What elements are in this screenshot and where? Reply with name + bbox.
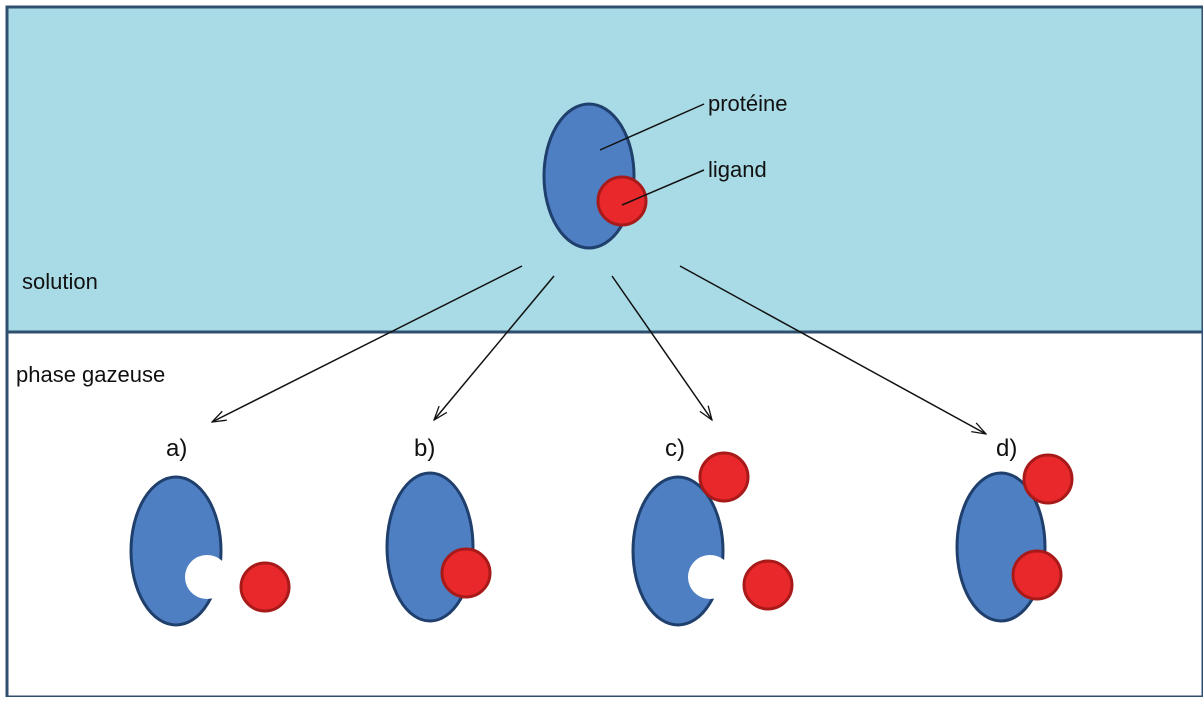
ligand-shape [596,175,648,227]
arrow-to-case-c [611,275,712,420]
case-d-group [955,453,1074,623]
ligand-free-a [239,561,291,613]
arrow-to-case-d [679,265,986,434]
protein-shape-b [385,471,475,623]
case-d-label: d) [996,435,1017,462]
ligand-bound-b [440,547,492,599]
case-c-group [631,451,794,627]
protein-shape-a [129,475,223,627]
case-a-group [129,475,291,627]
protein-label: protéine [708,91,788,116]
arrow-to-case-a [212,265,523,422]
protein-leader-line [599,103,705,151]
ligand-leader-line [621,169,705,206]
case-b-label: b) [414,435,435,462]
ligand-adduct-c [698,451,750,503]
ligand-label: ligand [708,157,767,182]
empty-pocket-a [185,555,229,599]
ligand-adduct-d [1022,453,1074,505]
ligand-free-c [742,559,794,611]
gas-phase-label: phase gazeuse [16,362,165,387]
case-a-label: a) [166,435,187,462]
empty-pocket-c [688,555,732,599]
case-c-label: c) [665,435,685,462]
protein-shape-c [631,475,725,627]
arrow-to-case-b [434,275,555,420]
ligand-bound-d [1011,549,1063,601]
case-b-group [385,471,492,623]
solution-label: solution [22,269,98,294]
